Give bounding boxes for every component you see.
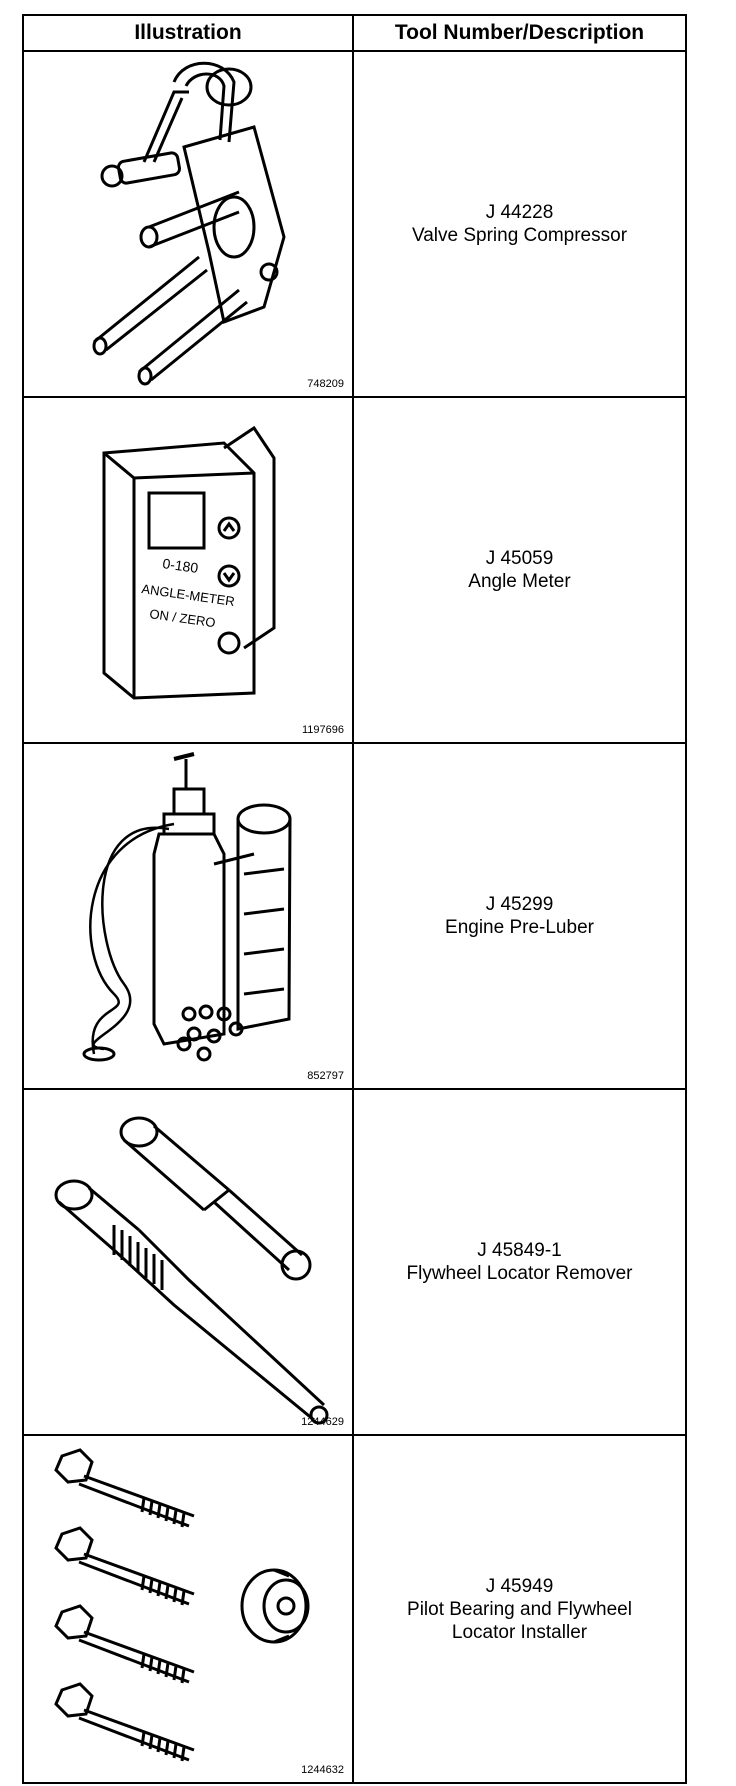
pilot-bearing-installer-icon [54,1448,310,1762]
figure-number: 1244629 [301,1416,344,1428]
table-row: 0-180 ANGLE-METER ON / ZERO 1197696 J 45… [24,398,685,744]
header-tool-description: Tool Number/Description [394,21,645,44]
figure-number: 852797 [307,1070,344,1082]
tool-number: J 45299 [485,894,554,915]
table-row: 748209 J 44228 Valve Spring Compressor [24,52,685,398]
tool-cell: J 44228 Valve Spring Compressor [354,52,685,396]
angle-meter-icon: 0-180 ANGLE-METER ON / ZERO [102,425,276,700]
tool-description: Pilot Bearing and Flywheel [407,1598,632,1620]
flywheel-locator-remover-icon [54,1116,329,1425]
tool-cell: J 45949 Pilot Bearing and Flywheel Locat… [354,1436,685,1782]
illustration-cell: 852797 [24,744,354,1088]
figure-number: 1197696 [301,724,344,736]
figure-number: 1244632 [301,1764,344,1776]
svg-text:0-180: 0-180 [162,555,200,576]
figure-number: 748209 [307,378,344,390]
table-row: 1244629 J 45849-1 Flywheel Locator Remov… [24,1090,685,1436]
tool-description: Engine Pre-Luber [445,917,594,938]
table-row: 1244632 J 45949 Pilot Bearing and Flywhe… [24,1436,685,1782]
header-illustration: Illustration [24,16,354,50]
tool-description: Valve Spring Compressor [411,225,628,246]
tool-number: J 45949 [485,1575,554,1597]
svg-text:ON / ZERO: ON / ZERO [149,606,217,630]
tool-description-line-2: Locator Installer [451,1621,588,1643]
illustration-cell: 748209 [24,52,354,396]
tool-cell: J 45299 Engine Pre-Luber [354,744,685,1088]
tool-number: J 45849-1 [477,1240,562,1261]
illustration-cell: 1244632 [24,1436,354,1782]
illustration-cell: 0-180 ANGLE-METER ON / ZERO 1197696 [24,398,354,742]
tool-description: Angle Meter [468,571,571,592]
illustration-cell: 1244629 [24,1090,354,1434]
table-row: 852797 J 45299 Engine Pre-Luber [24,744,685,1090]
table-header: Illustration Tool Number/Description [24,16,685,52]
tool-cell: J 45849-1 Flywheel Locator Remover [354,1090,685,1434]
tool-cell: J 45059 Angle Meter [354,398,685,742]
valve-spring-compressor-icon [92,61,286,386]
tool-number: J 45059 [485,548,554,569]
engine-pre-luber-icon [82,752,292,1062]
special-tools-table: Illustration Tool Number/Description [22,14,687,1784]
tool-number: J 44228 [485,202,554,223]
svg-text:ANGLE-METER: ANGLE-METER [141,581,236,609]
tool-description: Flywheel Locator Remover [406,1263,633,1284]
